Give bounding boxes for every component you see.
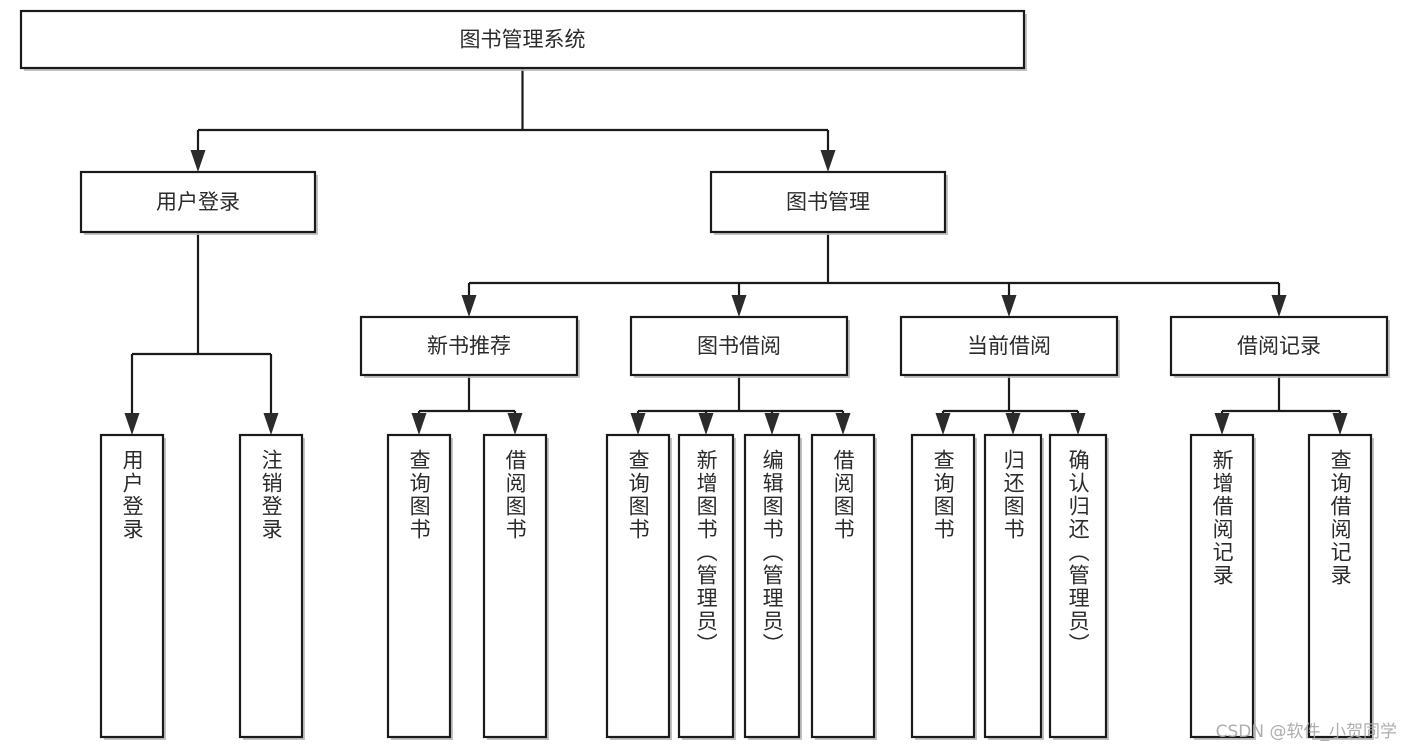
node-user-login[interactable]: 用户登录 [79, 170, 318, 235]
node-rect[interactable] [99, 433, 165, 739]
node-rect[interactable] [482, 433, 548, 739]
node-rect[interactable] [983, 433, 1043, 739]
node-rect[interactable] [910, 433, 976, 739]
node-book-manage[interactable]: 图书管理 [709, 170, 948, 235]
node-rect[interactable] [709, 170, 947, 234]
edge-group-book_borrow [630, 375, 851, 435]
node-current-borrow[interactable]: 当前借阅 [899, 315, 1120, 378]
node-rect[interactable] [79, 170, 317, 234]
node-root[interactable]: 图书管理系统 [19, 9, 1027, 71]
node-label: 图书管理系统 [460, 28, 586, 52]
node-leaf-cur-return[interactable] [983, 433, 1044, 740]
node-label: 新书推荐 [427, 334, 511, 358]
node-label: 图书借阅 [697, 334, 781, 358]
node-rect[interactable] [1048, 433, 1108, 739]
node-rect[interactable] [743, 433, 801, 739]
node-leaf-rec-add[interactable] [1189, 433, 1256, 740]
node-leaf-rec-query[interactable] [386, 433, 453, 740]
node-leaf-borrow-do[interactable] [810, 433, 877, 740]
node-new-book-rec[interactable]: 新书推荐 [359, 315, 580, 378]
node-rect[interactable] [810, 433, 876, 739]
node-rect[interactable] [629, 315, 849, 377]
edge-group-book_manage [461, 232, 1287, 317]
node-rect[interactable] [359, 315, 579, 377]
node-borrow-record[interactable]: 借阅记录 [1169, 315, 1390, 378]
node-rect[interactable] [19, 9, 1026, 70]
node-leaf-borrow-query[interactable] [605, 433, 672, 740]
edge-group-user_login [124, 232, 279, 435]
edges-layer [124, 68, 1348, 435]
node-leaf-user-login[interactable] [99, 433, 166, 740]
node-rect[interactable] [238, 433, 304, 739]
node-rect[interactable] [386, 433, 452, 739]
node-label: 当前借阅 [967, 334, 1051, 358]
node-book-borrow[interactable]: 图书借阅 [629, 315, 850, 378]
node-rect[interactable] [899, 315, 1119, 377]
edge-group-root [190, 68, 836, 172]
node-rect[interactable] [1307, 433, 1373, 739]
node-leaf-user-logout[interactable] [238, 433, 305, 740]
node-label: 图书管理 [786, 190, 870, 214]
edge-group-borrow_record [1214, 375, 1348, 435]
node-rect[interactable] [605, 433, 671, 739]
node-rect[interactable] [677, 433, 735, 739]
node-label: 借阅记录 [1237, 334, 1321, 358]
node-leaf-cur-confirm[interactable] [1048, 433, 1109, 740]
edge-group-new_book_rec [411, 375, 523, 435]
edge-group-current_borrow [935, 375, 1086, 435]
node-leaf-borrow-add[interactable] [677, 433, 736, 740]
node-label: 用户登录 [156, 190, 240, 214]
node-rect[interactable] [1169, 315, 1389, 377]
node-leaf-rec-search[interactable] [1307, 433, 1374, 740]
node-leaf-borrow-edit[interactable] [743, 433, 802, 740]
node-leaf-rec-borrow[interactable] [482, 433, 549, 740]
node-rect[interactable] [1189, 433, 1255, 739]
node-leaf-cur-query[interactable] [910, 433, 977, 740]
